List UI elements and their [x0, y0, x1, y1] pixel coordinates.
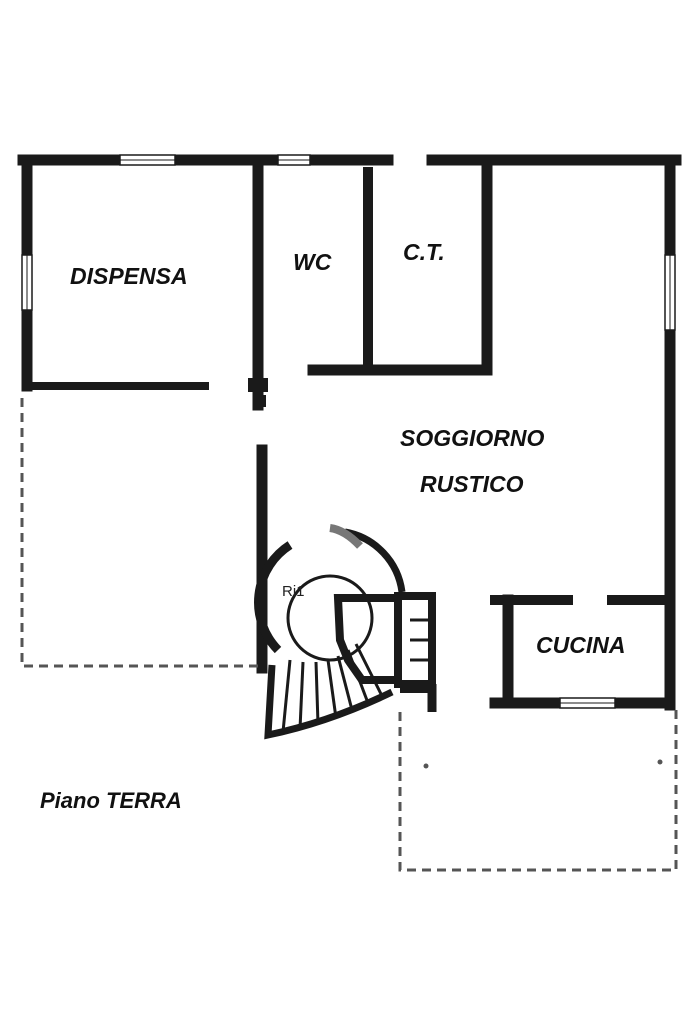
walls: [17, 154, 682, 711]
floor-label: Piano TERRA: [40, 788, 182, 813]
column-left: [248, 378, 268, 392]
column-partition: [254, 395, 266, 407]
room-label-ct: C.T.: [403, 239, 445, 265]
dashed-area-bottom-right: [398, 710, 678, 872]
outdoor-dashed-outlines: [20, 398, 678, 872]
stair-lower-treads: [264, 664, 394, 740]
stair-note: Ri1: [282, 583, 305, 600]
windows: [21, 154, 676, 709]
room-label-dispensa: DISPENSA: [70, 263, 188, 289]
stair-core: [286, 574, 374, 662]
room-label-cucina: CUCINA: [536, 632, 625, 658]
spiral-staircase: [254, 524, 437, 740]
room-label-soggiorno-line1: SOGGIORNO: [400, 425, 545, 451]
room-label-soggiorno-line2: RUSTICO: [420, 471, 524, 497]
room-label-wc: WC: [293, 249, 332, 275]
stair-outer-arc: [254, 541, 293, 654]
dashed-area-left: [20, 398, 258, 668]
